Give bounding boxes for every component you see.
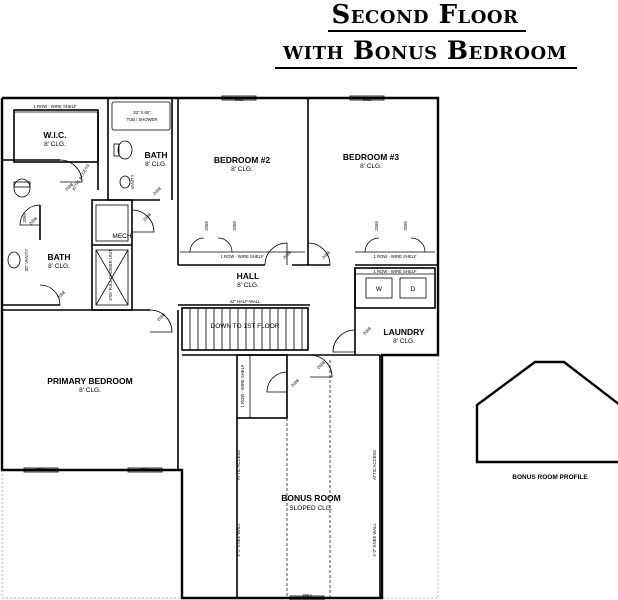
door-code: 2068 bbox=[232, 221, 237, 231]
down-label: DOWN TO 1ST FLOOR bbox=[211, 323, 280, 330]
bed2-name: BEDROOM #2 bbox=[214, 155, 270, 165]
laundry-name: LAUNDRY bbox=[383, 327, 425, 337]
primary-name: PRIMARY BEDROOM bbox=[47, 376, 132, 386]
washer-label: W bbox=[376, 286, 383, 293]
window-code: 3052 bbox=[302, 593, 312, 598]
profile-label: BONUS ROOM PROFILE bbox=[512, 474, 588, 481]
shelf-bonus-label: 1 ROW - WIRE SHELF bbox=[240, 364, 245, 407]
door-code: 2068 bbox=[156, 311, 167, 322]
hall-name: HALL bbox=[237, 271, 260, 281]
door-code: 2068 bbox=[152, 185, 163, 196]
door-code: 2068 bbox=[204, 221, 209, 231]
mech-name: MECH bbox=[112, 233, 131, 240]
window-code: 3052 bbox=[362, 97, 372, 102]
door-code: 2068 bbox=[362, 325, 373, 336]
exterior-walls bbox=[0, 96, 440, 600]
bath1-name: BATH bbox=[145, 150, 168, 160]
wic-clg: 8' CLG. bbox=[44, 141, 66, 148]
wic-name: W.I.C. bbox=[43, 130, 66, 140]
stairs bbox=[178, 304, 310, 351]
attic-left-label: ATTIC ACCESS bbox=[236, 450, 241, 480]
bath2-clg: 8' CLG. bbox=[48, 263, 70, 270]
door-code: 2068 bbox=[321, 249, 332, 260]
attic-right-label: ATTIC ACCESS bbox=[372, 450, 377, 480]
vanity2-label: VANITY bbox=[130, 174, 135, 189]
bonus-room-lines bbox=[236, 355, 381, 598]
door-code: 2068 bbox=[56, 289, 67, 300]
window-code: 3052 bbox=[36, 467, 46, 472]
door-code: 2068 bbox=[142, 211, 153, 222]
title-underline-2 bbox=[275, 67, 577, 69]
shelf-bed3-label: 1 ROW - WIRE SHELF bbox=[373, 254, 416, 259]
bonus-room-profile-shape bbox=[475, 360, 618, 464]
tub-label: 32" X 60" bbox=[133, 110, 151, 115]
door-code: 2068 bbox=[316, 359, 327, 370]
fixtures bbox=[7, 101, 435, 418]
half-wall-label: 42" HALF-WALL bbox=[230, 299, 261, 304]
knee-right-label: 4'-2" KNEE WALL bbox=[372, 523, 377, 557]
windows bbox=[23, 95, 385, 600]
primary-clg: 8' CLG. bbox=[79, 387, 101, 394]
bed2-clg: 8' CLG. bbox=[231, 166, 253, 173]
window-code: 3052 bbox=[234, 97, 244, 102]
bath1-clg: 8' CLG. bbox=[145, 161, 167, 168]
title-line-1: Second Floor bbox=[331, 0, 519, 30]
title-underline-1 bbox=[328, 30, 526, 32]
vanity-label: 30" VANITY bbox=[24, 249, 29, 271]
window-code: 3052 bbox=[140, 467, 150, 472]
attic-access-label: ATTIC ACCESS bbox=[71, 163, 90, 192]
bonus-name: BONUS ROOM bbox=[281, 493, 341, 503]
laundry-clg: 8' CLG. bbox=[393, 338, 415, 345]
door-code: 2068 bbox=[64, 181, 75, 192]
door-code: 2068 bbox=[403, 221, 408, 231]
shower-label: 3'X5' FULL SHOWER UNIT bbox=[108, 249, 113, 301]
shelf-top-label: 1 ROW - WIRE SHELF bbox=[33, 104, 76, 109]
bed3-name: BEDROOM #3 bbox=[343, 152, 399, 162]
dryer-label: D bbox=[411, 286, 416, 293]
door-code: 2068 bbox=[282, 249, 293, 260]
bed3-clg: 8' CLG. bbox=[360, 163, 382, 170]
bonus-clg: SLOPED CLG. bbox=[289, 505, 333, 512]
shelf-bed2-label: 1 ROW - WIRE SHELF bbox=[220, 254, 263, 259]
tub-label-2: TUB / SHOWER bbox=[127, 117, 158, 122]
knee-left-label: 4'-2" KNEE WALL bbox=[236, 523, 241, 557]
title-line-2: with Bonus Bedroom bbox=[282, 36, 568, 65]
shelf-laundry-label: 1 ROW - WIRE SHELF bbox=[373, 269, 416, 274]
door-code: 2068 bbox=[22, 213, 27, 223]
door-code: 2068 bbox=[28, 215, 39, 226]
bath2-name: BATH bbox=[48, 252, 71, 262]
door-swings bbox=[19, 159, 426, 393]
hall-clg: 8' CLG. bbox=[237, 282, 259, 289]
door-code: 2068 bbox=[290, 377, 301, 388]
door-code: 2068 bbox=[374, 221, 379, 231]
